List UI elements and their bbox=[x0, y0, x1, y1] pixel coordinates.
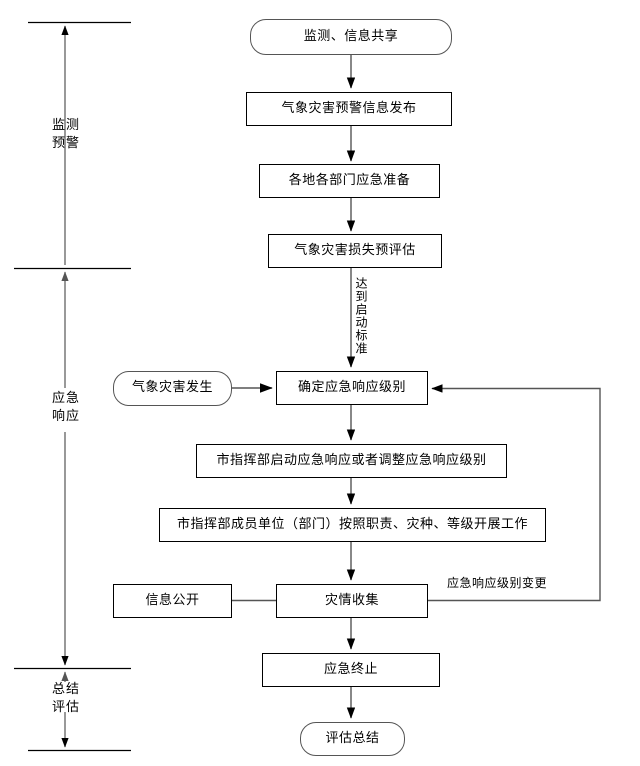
node-determine-level[interactable]: 确定应急响应级别 bbox=[276, 371, 428, 405]
phase-label-emergency-response: 应急 响应 bbox=[51, 391, 80, 424]
node-monitor-share[interactable]: 监测、信息共享 bbox=[250, 19, 452, 55]
node-info-disclosure[interactable]: 信息公开 bbox=[113, 584, 232, 618]
node-loss-pre-assessment[interactable]: 气象灾害损失预评估 bbox=[268, 234, 442, 268]
phase-label-summary-evaluation: 总结 评估 bbox=[51, 682, 80, 715]
node-disaster-collection[interactable]: 灾情收集 bbox=[276, 584, 428, 618]
edge-label-start-criteria: 达到启动标准 bbox=[354, 277, 368, 355]
node-disaster-occurs[interactable]: 气象灾害发生 bbox=[113, 371, 232, 406]
node-city-hq-start[interactable]: 市指挥部启动应急响应或者调整应急响应级别 bbox=[196, 444, 507, 478]
node-member-units-work[interactable]: 市指挥部成员单位（部门）按照职责、灾种、等级开展工作 bbox=[159, 508, 546, 542]
node-emergency-termination[interactable]: 应急终止 bbox=[262, 653, 440, 687]
node-warning-release[interactable]: 气象灾害预警信息发布 bbox=[246, 92, 452, 126]
node-local-dept-prepare[interactable]: 各地各部门应急准备 bbox=[259, 164, 440, 198]
level-change-feedback-loop bbox=[428, 384, 601, 602]
phase-label-monitor-warning: 监测 预警 bbox=[51, 118, 80, 151]
node-evaluation-summary[interactable]: 评估总结 bbox=[300, 722, 405, 756]
edge-label-level-change: 应急响应级别变更 bbox=[447, 576, 548, 590]
